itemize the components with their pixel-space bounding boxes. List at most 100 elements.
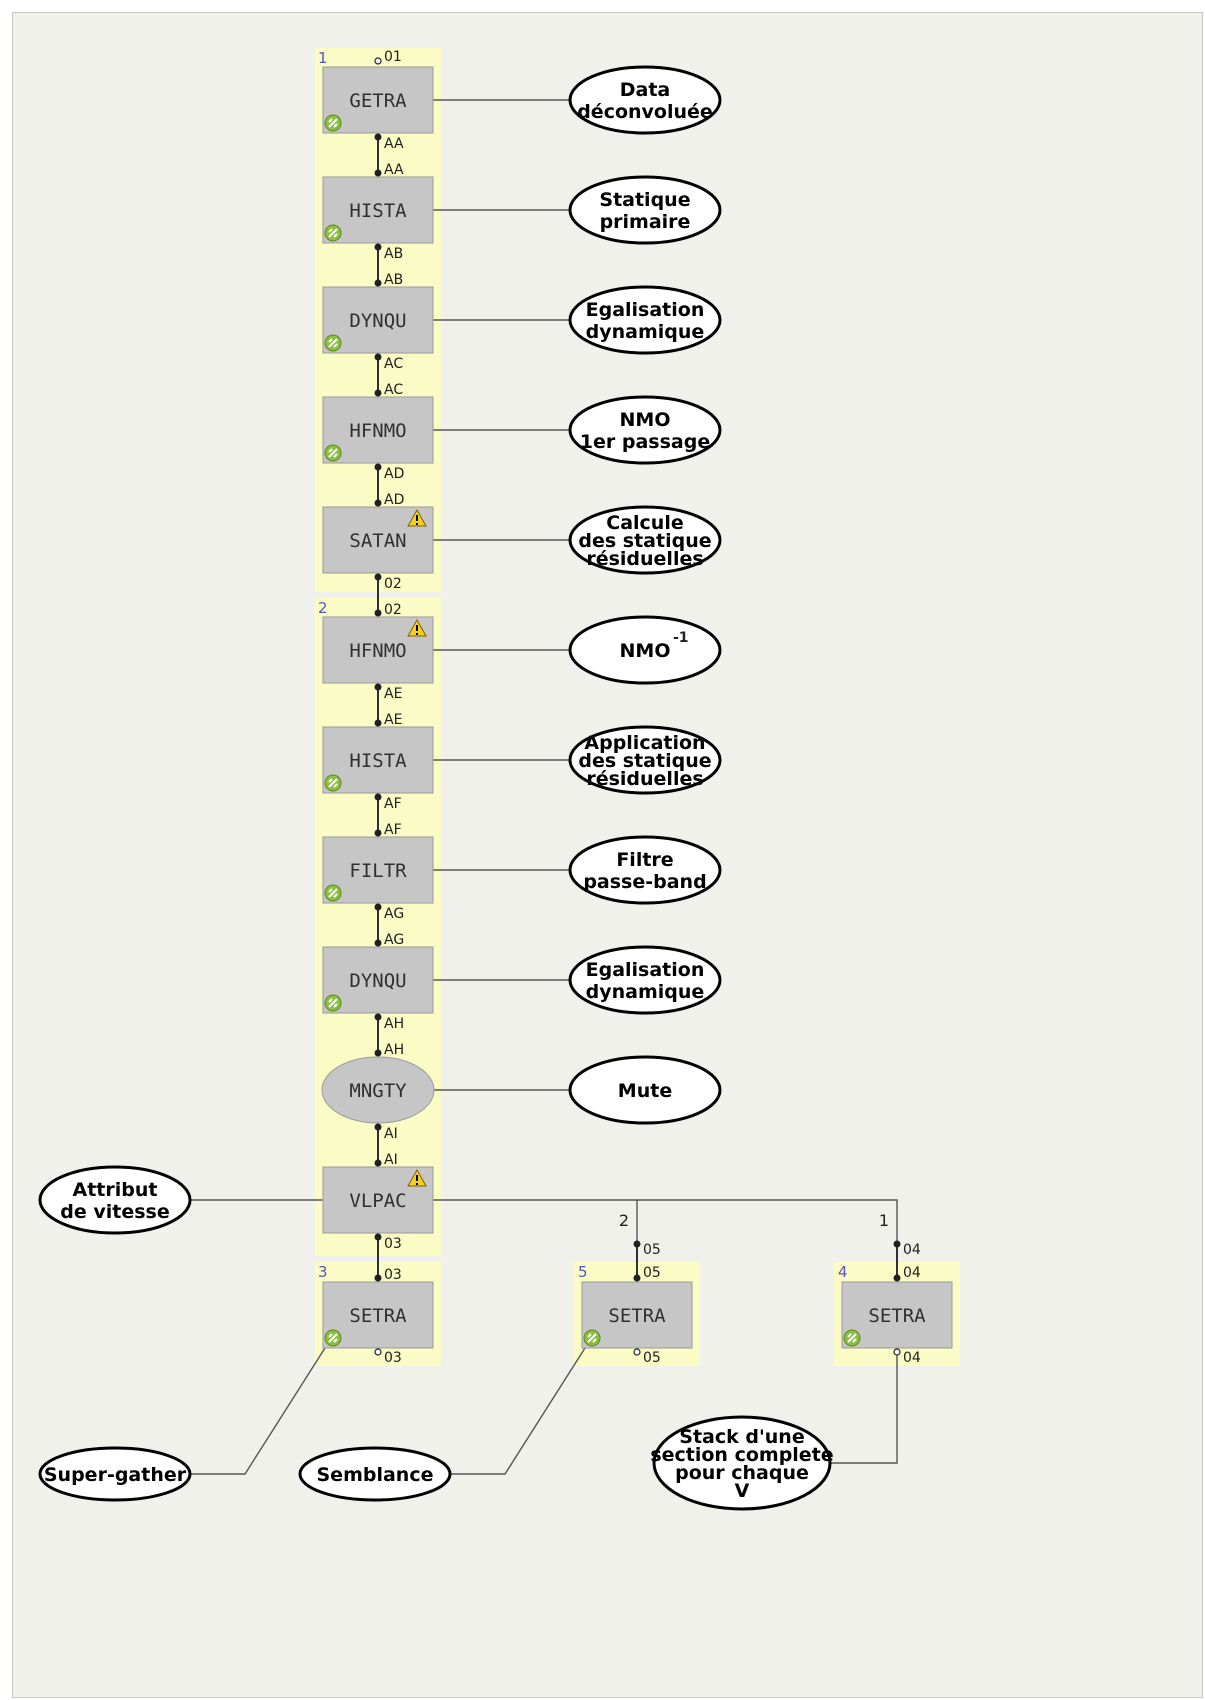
ok-status-icon [324,114,342,132]
module-setra[interactable]: SETRA [322,1281,434,1349]
module-vlpac[interactable]: VLPAC [322,1166,434,1234]
port-label: AI [384,1126,398,1142]
warning-bar-shape [416,515,418,521]
port-dot [893,1274,901,1282]
ok-mark-shape [328,778,338,788]
port-label: AH [384,1016,404,1032]
module-shape[interactable] [321,1056,435,1124]
port-dot [374,389,382,397]
port-dot [374,1049,382,1057]
note-text: Application [584,732,705,754]
port-dot [374,463,382,471]
note-shape[interactable] [568,395,722,465]
module-name: SETRA [868,1305,926,1327]
port-dot [374,829,382,837]
note-text: résiduelles [586,768,703,790]
group-number: 3 [318,1263,328,1281]
module-name: HFNMO [349,640,406,662]
port-label: AD [384,466,404,482]
port-dot [633,1240,641,1248]
port-label: AD [384,492,404,508]
ok-mark-shape [328,1333,338,1343]
warning-dot-shape [416,1183,418,1185]
ok-status-icon [324,774,342,792]
port-dot [374,719,382,727]
note-text: Stack d'une [679,1426,804,1448]
ok-mark-shape [328,888,338,898]
module-mngty[interactable]: MNGTY [321,1056,435,1124]
module-hista[interactable]: HISTA [322,726,434,794]
comment-note[interactable]: Semblance [298,1446,452,1502]
note-text: NMO [620,640,671,662]
comment-note[interactable]: Super-gather [38,1446,192,1502]
note-text: Egalisation [586,299,705,321]
port-label: 05 [643,1242,661,1258]
module-name: SETRA [608,1305,666,1327]
note-text: section complete [650,1444,833,1466]
port-dot [374,903,382,911]
note-shape[interactable] [568,615,722,685]
ok-status-icon [324,334,342,352]
branch-index: 2 [619,1211,629,1230]
port-label: 03 [384,1350,402,1366]
note-shape[interactable] [298,1446,452,1502]
port-label: 05 [643,1350,661,1366]
ok-mark-shape [328,998,338,1008]
note-shape[interactable] [568,835,722,905]
warning-dot-shape [416,633,418,635]
module-name: SETRA [349,1305,407,1327]
ok-status-icon [324,224,342,242]
note-text: Semblance [317,1464,434,1486]
note-shape[interactable] [568,175,722,245]
note-shape[interactable] [568,65,722,135]
note-shape[interactable] [568,725,722,795]
note-text: Attribut [73,1179,158,1201]
port-label: 05 [643,1265,661,1281]
port-dot [374,609,382,617]
module-dynqu[interactable]: DYNQU [322,946,434,1014]
port-dot [374,939,382,947]
comment-note[interactable]: Mute [568,1055,722,1125]
note-shape[interactable] [568,285,722,355]
comment-note[interactable]: NMO-1 [568,615,722,685]
note-shape[interactable] [38,1446,192,1502]
port-dot [374,1274,382,1282]
port-dot [374,279,382,287]
note-connector [450,1347,586,1475]
note-text: Filtre [616,849,673,871]
port-dot [374,683,382,691]
output-port [374,1348,382,1356]
note-shape[interactable] [652,1415,832,1511]
port-dot [893,1240,901,1248]
module-name: GETRA [349,90,407,112]
note-shape[interactable] [568,1055,722,1125]
note-shape[interactable] [568,505,722,575]
ok-status-icon [583,1329,601,1347]
output-port [633,1348,641,1356]
port-dot [374,1123,382,1131]
module-name: HISTA [349,200,407,222]
port-label: AG [384,906,404,922]
ok-status-icon [324,444,342,462]
module-name: FILTR [349,860,407,882]
note-text: Statique [599,189,690,211]
ok-status-icon [843,1329,861,1347]
port-dot [374,169,382,177]
note-shape[interactable] [38,1165,192,1235]
ok-mark-shape [328,228,338,238]
warning-bar-shape [416,1175,418,1181]
note-shape[interactable] [568,945,722,1015]
warning-dot-shape [416,523,418,525]
